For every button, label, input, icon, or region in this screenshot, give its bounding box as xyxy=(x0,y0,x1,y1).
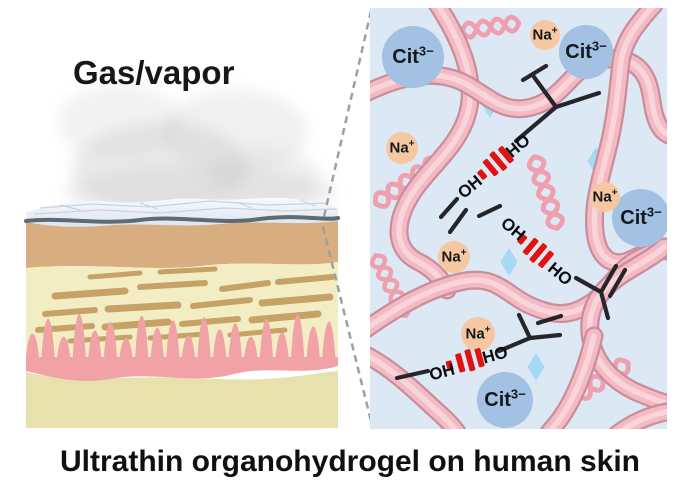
hydrogen-bond-dashes xyxy=(477,146,514,180)
chemical-group-icon xyxy=(394,368,431,381)
polymer-chain xyxy=(389,8,480,300)
network-panel xyxy=(370,8,667,429)
polymer-chain xyxy=(370,346,466,429)
gas-vapor-title: Gas/vapor xyxy=(73,54,235,91)
zoom-dashed-line-top xyxy=(321,10,373,222)
epidermis-layer xyxy=(26,217,338,268)
subcutaneous-layer xyxy=(26,371,338,428)
polymer-chain xyxy=(539,326,604,429)
chemical-group-icon xyxy=(438,196,460,220)
citrate-ion xyxy=(382,26,444,88)
skin-cross-section xyxy=(24,197,340,428)
sodium-ion xyxy=(438,241,470,273)
chemical-group-icon xyxy=(496,312,564,354)
crosslink-diamond-icon xyxy=(527,353,545,381)
sodium-ion xyxy=(386,132,418,164)
citrate-label: Cit3− xyxy=(565,38,607,63)
zoom-dashed-line-bottom xyxy=(321,226,374,426)
sodium-ion xyxy=(590,182,620,212)
citrate-ion xyxy=(477,372,533,428)
citrate-ion xyxy=(559,25,613,79)
sodium-label: Na+ xyxy=(389,138,415,157)
hydrogen-bond-dashes xyxy=(517,234,554,268)
chemical-group-icon xyxy=(573,263,628,321)
chemical-groups xyxy=(394,63,628,381)
polymer-chain xyxy=(608,402,667,429)
chemical-group-icon xyxy=(513,63,602,144)
vapor-plume xyxy=(58,84,335,218)
film-texture xyxy=(33,199,337,215)
sodium-ion xyxy=(530,20,560,50)
hydrogen-bond-dashes xyxy=(445,348,485,373)
sodium-ion xyxy=(461,317,495,351)
sodium-label: Na+ xyxy=(441,247,467,266)
sodium-label: Na+ xyxy=(592,187,618,206)
citrate-label: Cit3− xyxy=(620,204,662,229)
sodium-label: Na+ xyxy=(532,25,558,44)
dna-helix-icon xyxy=(526,154,565,231)
sodium-label: Na+ xyxy=(465,324,491,343)
citrate-label: Cit3− xyxy=(392,43,434,68)
figure-caption: Ultrathin organohydrogel on human skin xyxy=(59,445,641,478)
citrate-label: Cit3− xyxy=(484,386,526,411)
crosslink-diamond-icon xyxy=(500,248,518,276)
dermis-layer xyxy=(26,314,338,381)
chemical-group-icon xyxy=(447,203,503,235)
skin-surface-line xyxy=(24,215,340,224)
skin-streaks xyxy=(35,266,335,344)
citrate-ion xyxy=(612,189,667,247)
